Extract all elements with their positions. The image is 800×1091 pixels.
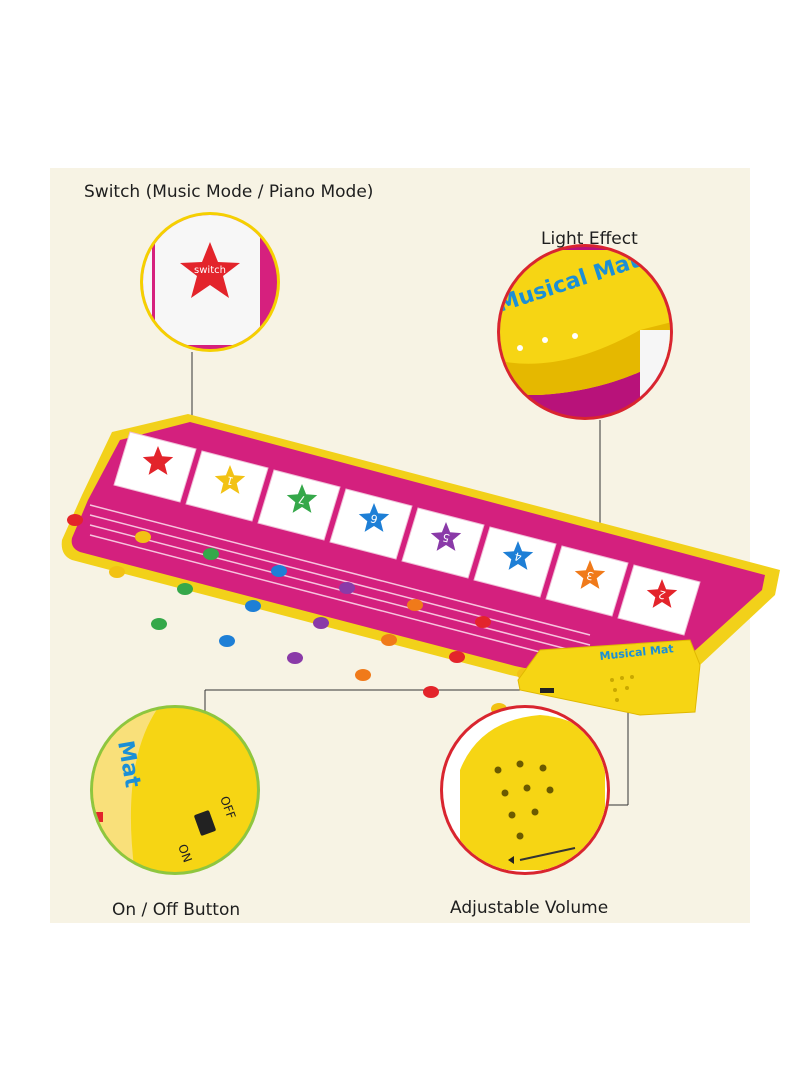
key-star-icon (646, 579, 678, 608)
mat-button[interactable] (271, 565, 287, 577)
callout-onoff-label: On / Off Button (112, 900, 241, 920)
mat-button[interactable] (135, 531, 151, 543)
key-number: 3 (585, 568, 595, 582)
callout-volume (440, 705, 610, 875)
mat-button[interactable] (339, 582, 355, 594)
key-star-icon (574, 560, 606, 589)
speaker-grille (494, 760, 554, 840)
key-number: 2 (657, 587, 667, 601)
on-label: ON (175, 842, 194, 864)
mat-button[interactable] (177, 583, 193, 595)
callout-switch-label: Switch (Music Mode / Piano Mode) (84, 182, 374, 202)
mat-button[interactable] (423, 686, 439, 698)
switch-badge-text: switch (194, 265, 226, 276)
mat-button[interactable] (381, 634, 397, 646)
key-star-icon (286, 484, 318, 513)
power-switch[interactable] (540, 688, 554, 693)
mat-button[interactable] (109, 566, 125, 578)
mat-button[interactable] (245, 600, 261, 612)
key-number: 7 (297, 492, 307, 506)
mat-button[interactable] (475, 616, 491, 628)
mat-button[interactable] (203, 548, 219, 560)
key-star-icon (358, 503, 390, 532)
key-number: 5 (441, 530, 451, 544)
mat-button[interactable] (407, 599, 423, 611)
mat-button[interactable] (151, 618, 167, 630)
switch-star-icon[interactable] (180, 242, 240, 298)
mat-button[interactable] (313, 617, 329, 629)
key-star-icon (142, 446, 174, 475)
callout-light-label: Light Effect (541, 229, 638, 249)
volume-slider[interactable] (519, 847, 576, 861)
callout-onoff: Mat ON OFF (90, 705, 260, 875)
callout-light: Musical Mat (497, 244, 673, 420)
mat-button[interactable] (287, 652, 303, 664)
callout-switch: switch (140, 212, 280, 352)
key-star-icon (214, 465, 246, 494)
key-star-icon (502, 541, 534, 570)
mat-button[interactable] (219, 635, 235, 647)
mat-button[interactable] (449, 651, 465, 663)
volume-icon (508, 856, 514, 864)
key-number: 6 (369, 511, 379, 525)
mat-button[interactable] (355, 669, 371, 681)
key-number: 1 (225, 473, 235, 487)
callout-volume-label: Adjustable Volume (450, 898, 609, 918)
key-star-icon (430, 522, 462, 551)
key-number: 4 (513, 549, 523, 563)
power-toggle[interactable] (194, 810, 217, 836)
mat-button[interactable] (67, 514, 83, 526)
